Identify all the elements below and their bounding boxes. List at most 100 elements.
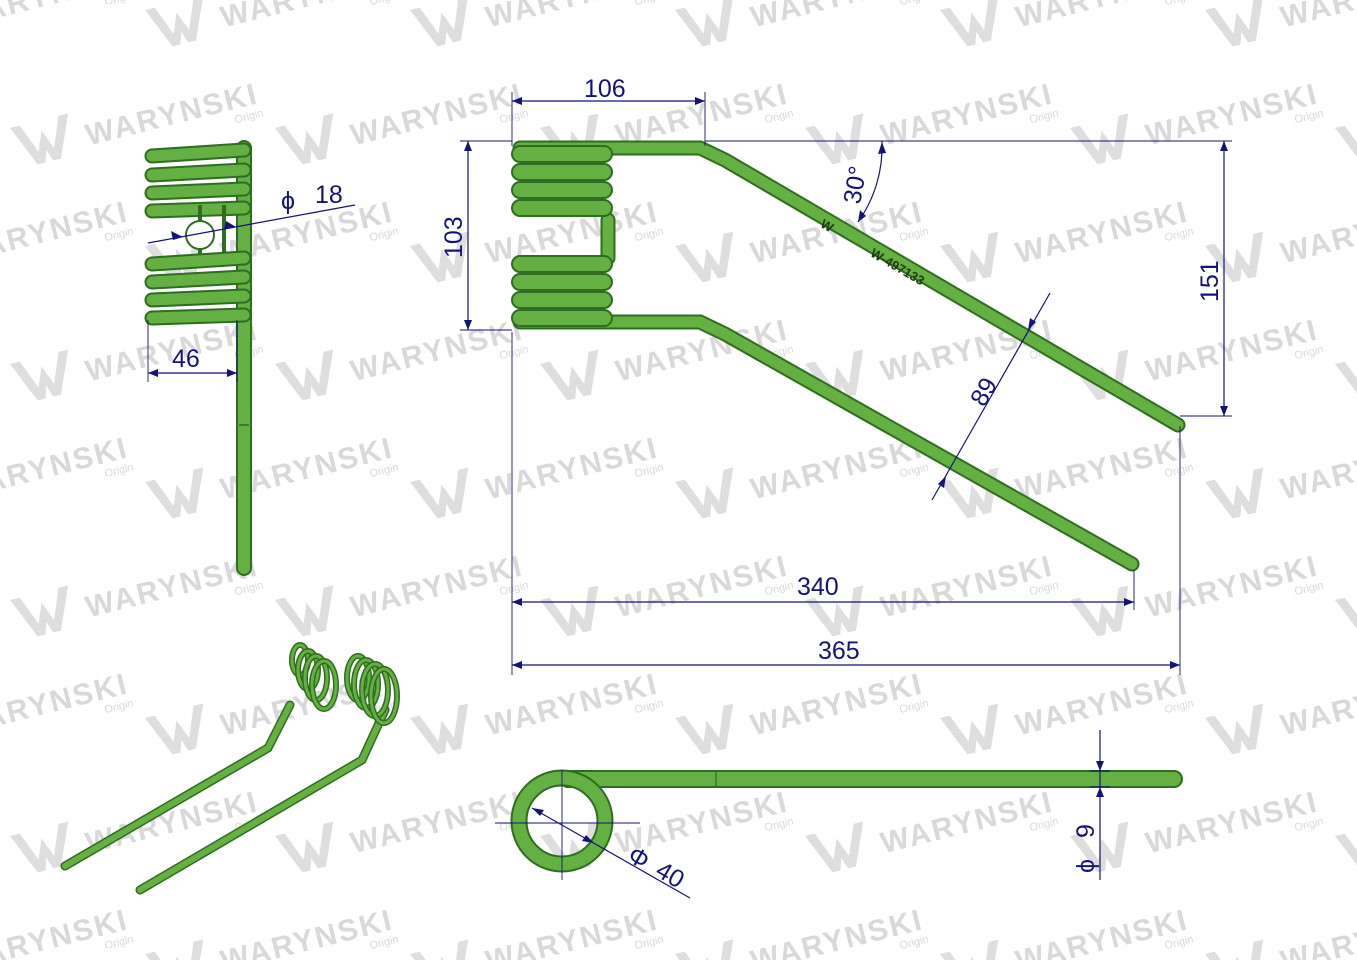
watermark-logo-icon	[275, 113, 344, 169]
side-width-label: 46	[172, 345, 200, 373]
watermark-brand: WARYNSKI	[1277, 668, 1357, 743]
watermark-logo-icon	[1070, 585, 1139, 641]
front-upper-coils	[511, 145, 613, 217]
front-lower-coils	[511, 255, 613, 327]
isometric-view	[60, 642, 400, 895]
side-lower-coils	[144, 250, 252, 326]
top-width-label: 106	[584, 75, 626, 103]
watermark-logo-icon	[10, 585, 79, 641]
watermark-logo-icon	[275, 821, 344, 877]
total-length-label: 365	[818, 637, 860, 665]
watermark-brand: WARYNSKI	[0, 904, 132, 960]
side-diameter-label: 18	[315, 181, 343, 209]
height-label: 103	[440, 216, 468, 258]
watermark-logo-icon	[1205, 0, 1274, 51]
watermark-logo-icon	[940, 703, 1009, 759]
watermark-sub: Origin	[103, 0, 134, 8]
watermark-brand: WARYNSKI	[1012, 904, 1191, 960]
front-view: W W-497133 106 103 151 30° 89	[440, 75, 1232, 675]
watermark-logo-icon	[1335, 349, 1357, 405]
watermark-brand: WARYNSKI	[1277, 432, 1357, 507]
watermark-logo-icon	[1335, 585, 1357, 641]
watermark-logo-icon	[10, 113, 79, 169]
watermark-logo-icon	[675, 231, 744, 287]
coil-diameter-label: 40	[651, 856, 689, 894]
inner-length-label: 340	[797, 573, 839, 601]
watermark-sub: Origin	[633, 0, 664, 8]
watermark-logo-icon	[675, 0, 744, 51]
wire-diameter-label: 9	[1072, 824, 1100, 838]
watermark-logo-icon	[275, 349, 344, 405]
watermark-logo-icon	[675, 939, 744, 960]
watermark-logo-icon	[940, 0, 1009, 51]
watermark-logo-icon	[145, 467, 214, 523]
top-view: Φ 40 ϕ 9	[495, 730, 1183, 899]
watermark-logo-icon	[1335, 113, 1357, 169]
watermark-brand: WARYNSKI	[217, 904, 396, 960]
angle-label: 30°	[838, 164, 872, 206]
watermark-logo-icon	[410, 703, 479, 759]
watermark-logo-icon	[1205, 939, 1274, 960]
watermark-logo-icon	[1205, 467, 1274, 523]
iso-coil-right	[344, 653, 400, 726]
watermark-logo-icon	[275, 585, 344, 641]
watermark-brand: WARYNSKI	[482, 904, 661, 960]
watermark-logo-icon	[145, 939, 214, 960]
watermark-sub: Origin	[898, 0, 929, 8]
watermark-sub: Origin	[1163, 0, 1194, 8]
watermark-logo-icon	[1205, 703, 1274, 759]
watermark-brand: WARYNSKI	[1277, 196, 1357, 271]
watermark-logo-icon	[805, 821, 874, 877]
watermark-logo-icon	[940, 939, 1009, 960]
side-upper-coils	[144, 142, 252, 219]
total-height-label: 151	[1196, 260, 1224, 302]
watermark-logo-icon	[410, 467, 479, 523]
watermark-brand: WARYNSKI	[1277, 0, 1357, 34]
spacing-label: 89	[965, 373, 1003, 411]
watermark-logo-icon	[675, 467, 744, 523]
watermark-logo-icon	[1335, 821, 1357, 877]
side-view: ϕ 18 46	[144, 140, 356, 576]
watermark-logo-icon	[540, 349, 609, 405]
watermark-logo-icon	[675, 703, 744, 759]
